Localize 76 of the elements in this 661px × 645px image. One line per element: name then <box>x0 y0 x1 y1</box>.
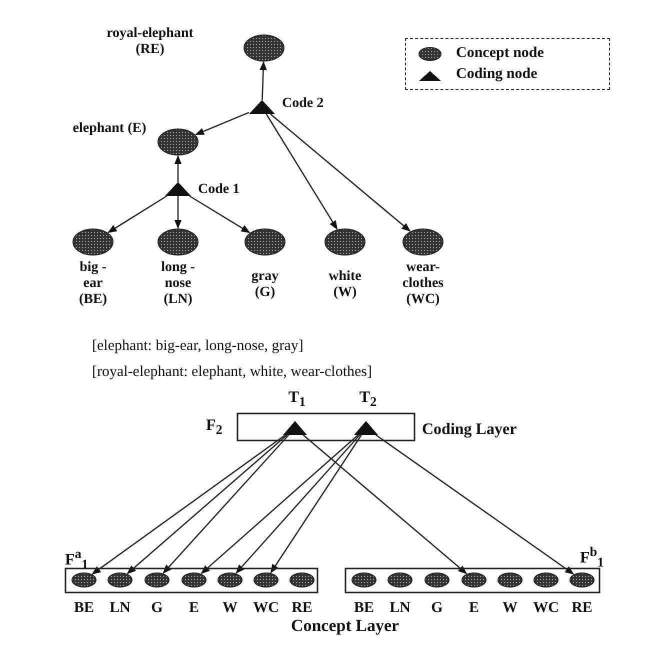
coding-node <box>354 421 378 435</box>
arrow <box>376 434 574 575</box>
concept-node <box>424 572 450 588</box>
layer-box <box>237 413 415 441</box>
arrow <box>92 434 286 574</box>
concept-node <box>402 228 444 256</box>
arrow <box>270 434 362 574</box>
arrow <box>174 155 182 182</box>
node-label: Code 1 <box>198 182 241 198</box>
concept-node <box>244 228 286 256</box>
node-label: long -nose (LN) <box>160 260 196 308</box>
arrow <box>162 434 290 574</box>
concept-node <box>181 572 207 588</box>
concept-node <box>217 572 243 588</box>
arrow <box>270 114 411 232</box>
node-label: elephant (E) <box>72 121 147 137</box>
concept-node <box>497 572 523 588</box>
note-text: [elephant: big-ear, long-nose, gray] <box>92 338 304 354</box>
layer-label: Coding Layer <box>422 422 518 438</box>
concept-node <box>71 572 97 588</box>
node-label: T$_{2}$ <box>358 390 378 410</box>
node-label: RE <box>290 600 314 616</box>
coding-node <box>283 421 307 435</box>
layer-label: Concept Layer <box>290 618 400 634</box>
arrow <box>200 434 358 574</box>
node-label: WC <box>252 600 280 616</box>
arrow <box>236 434 360 574</box>
node-label: LN <box>388 600 412 616</box>
node-label: G <box>150 600 164 616</box>
concept-node <box>157 228 199 256</box>
concept-node <box>157 128 199 156</box>
concept-node <box>289 572 315 588</box>
node-label: T$_{1}$ <box>287 390 307 410</box>
layer-label: F$_{2}$ <box>206 418 224 438</box>
node-label: W <box>222 600 238 616</box>
coding-node <box>249 100 275 114</box>
concept-node <box>72 228 114 256</box>
node-label: white (W) <box>328 269 362 301</box>
node-label: royal-elephant (RE) <box>106 26 194 58</box>
coding-node <box>165 182 191 196</box>
arrow <box>189 195 250 234</box>
concept-node <box>569 572 595 588</box>
concept-node <box>107 572 133 588</box>
concept-node <box>461 572 487 588</box>
node-label: E <box>468 600 480 616</box>
node-label: BE <box>352 600 375 616</box>
legend-label: Coding node <box>456 66 538 83</box>
arrow <box>126 434 288 574</box>
arrow <box>260 61 267 100</box>
concept-node <box>144 572 170 588</box>
arrow <box>194 112 250 136</box>
arrow <box>302 434 468 574</box>
note-text: [royal-elephant: elephant, white, wear-clothes] <box>92 364 372 380</box>
node-label: WC <box>532 600 560 616</box>
node-label: E <box>188 600 200 616</box>
layer-box <box>345 568 600 593</box>
concept-node <box>387 572 413 588</box>
node-label: RE <box>570 600 594 616</box>
node-label: BE <box>72 600 95 616</box>
layer-box <box>65 568 318 593</box>
node-label: Code 2 <box>282 96 325 112</box>
node-label: LN <box>108 600 132 616</box>
arrow <box>108 195 168 233</box>
legend-label: Concept node <box>456 45 544 62</box>
node-label: gray (G) <box>250 269 280 301</box>
concept-node <box>243 34 285 62</box>
concept-node <box>324 228 366 256</box>
arrow <box>266 114 338 230</box>
node-label: G <box>430 600 444 616</box>
arrow <box>174 196 182 229</box>
node-label: big -ear (BE) <box>78 260 108 308</box>
node-label: W <box>502 600 518 616</box>
concept-node <box>533 572 559 588</box>
concept-node <box>253 572 279 588</box>
concept-node <box>351 572 377 588</box>
node-label: wear- clothes (WC) <box>401 260 445 308</box>
